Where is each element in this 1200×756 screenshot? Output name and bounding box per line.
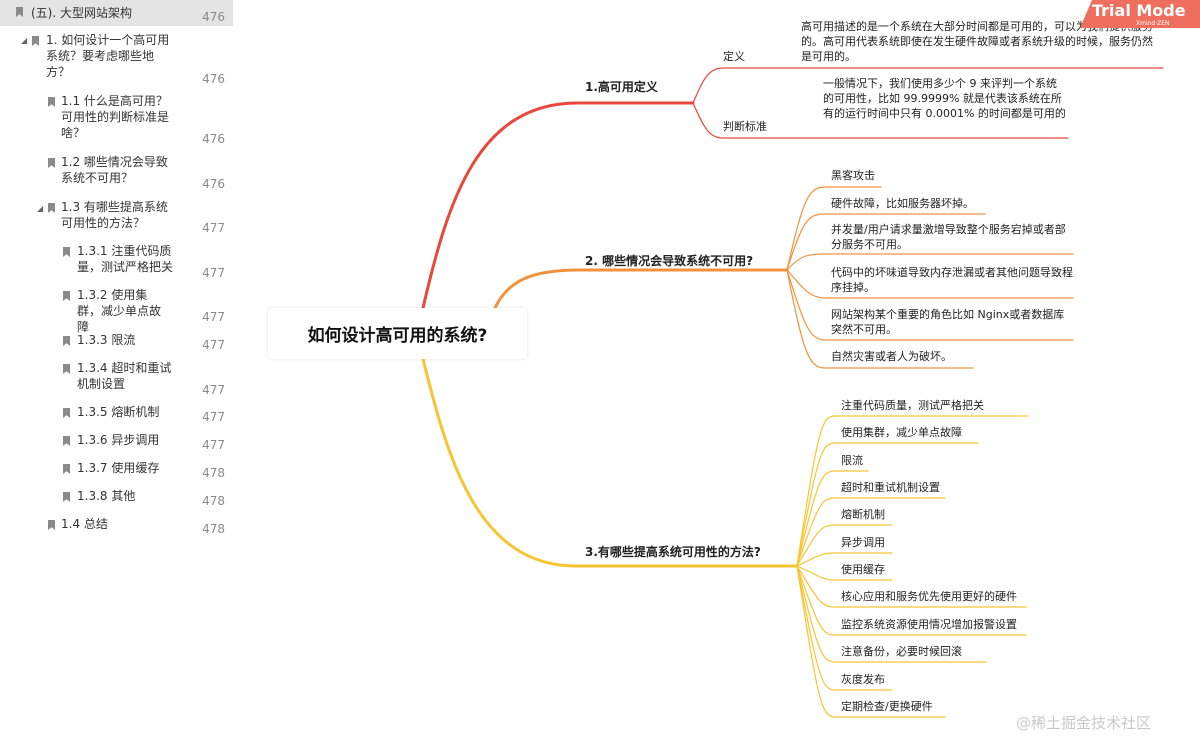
outline-sidebar: (五). 大型网站架构 476 ◢ 1. 如何设计一个高可用系统？要考虑哪些地方… xyxy=(0,0,233,756)
cause-item[interactable]: 并发量/用户请求量激增导致整个服务宕掉或者部分服务不可用。 xyxy=(831,223,1066,251)
connector-method-12 xyxy=(796,565,946,718)
connector-root-branch-3 xyxy=(421,357,799,568)
connector-cause-4 xyxy=(786,269,1074,299)
bookmark-icon xyxy=(63,464,70,474)
method-item[interactable]: 灰度发布 xyxy=(841,673,885,686)
toc-item-1-3-7[interactable]: 1.3.7 使用缓存 478 xyxy=(0,459,233,483)
root-topic[interactable]: 如何设计高可用的系统? xyxy=(268,308,527,359)
collapse-arrow-icon[interactable]: ◢ xyxy=(37,204,44,213)
toc-item-1-3-1[interactable]: 1.3.1 注重代码质量，测试严格把关 477 xyxy=(0,242,233,282)
collapse-arrow-icon[interactable]: ◢ xyxy=(21,36,28,45)
toc-item-1-3-2[interactable]: 1.3.2 使用集群，减少单点故障 477 xyxy=(0,286,233,334)
mindmap-connectors xyxy=(421,67,1164,718)
method-item[interactable]: 使用集群，减少单点故障 xyxy=(841,426,962,439)
method-item[interactable]: 注重代码质量，测试严格把关 xyxy=(841,399,984,412)
cause-item[interactable]: 自然灾害或者人为破坏。 xyxy=(831,350,952,363)
bookmark-icon xyxy=(48,97,55,107)
connector-method-4 xyxy=(796,497,946,567)
connector-cause-3 xyxy=(786,253,1074,271)
toc-item-section-5[interactable]: (五). 大型网站架构 476 xyxy=(0,0,233,26)
criteria-detail[interactable]: 一般情况下，我们使用多少个 9 来评判一个系统的可用性，比如 99.9999% … xyxy=(823,77,1066,120)
criteria-label[interactable]: 判断标准 xyxy=(723,120,767,133)
bookmark-icon xyxy=(32,36,39,46)
toc-item-1-3-3[interactable]: 1.3.3 限流 477 xyxy=(0,331,233,355)
connector-cause-1 xyxy=(786,186,882,271)
toc-item-1-3-6[interactable]: 1.3.6 异步调用 477 xyxy=(0,431,233,455)
cause-item[interactable]: 黑客攻击 xyxy=(831,169,875,182)
method-item[interactable]: 异步调用 xyxy=(841,536,885,549)
connector-cause-2 xyxy=(786,213,986,271)
toc-item-1[interactable]: ◢ 1. 如何设计一个高可用系统？要考虑哪些地方？ 476 xyxy=(21,33,225,86)
watermark: @稀土掘金技术社区 xyxy=(1016,714,1152,732)
connector-method-1 xyxy=(796,415,1029,567)
bookmark-icon xyxy=(48,158,55,168)
toc-item-1-3-5[interactable]: 1.3.5 熔断机制 477 xyxy=(0,403,233,427)
bookmark-icon xyxy=(63,436,70,446)
method-item[interactable]: 注意备份，必要时候回滚 xyxy=(841,645,962,658)
mindmap-canvas: 如何设计高可用的系统? 1.高可用定义 2. 哪些情况会导致系统不可用? 3.有… xyxy=(233,0,1200,756)
connector-cause-6 xyxy=(786,269,974,369)
connector-definition xyxy=(692,67,1164,104)
method-item[interactable]: 超时和重试机制设置 xyxy=(841,481,940,494)
branch-1-title[interactable]: 1.高可用定义 xyxy=(585,80,658,94)
cause-item[interactable]: 硬件故障，比如服务器坏掉。 xyxy=(831,197,974,210)
method-item[interactable]: 定期检查/更换硬件 xyxy=(841,700,933,713)
connector-method-11 xyxy=(796,565,893,691)
bookmark-icon xyxy=(63,291,70,301)
connector-method-6 xyxy=(796,552,893,567)
bookmark-icon xyxy=(63,336,70,346)
connector-method-2 xyxy=(796,442,979,567)
connector-cause-5 xyxy=(786,269,1074,341)
bookmark-icon xyxy=(63,364,70,374)
toc-item-1-1[interactable]: 1.1 什么是高可用？可用性的判断标准是啥？ 476 xyxy=(0,92,233,146)
toc-item-1-2[interactable]: 1.2 哪些情况会导致系统不可用？ 476 xyxy=(0,153,233,193)
connector-criteria xyxy=(692,102,1069,139)
method-item[interactable]: 监控系统资源使用情况增加报警设置 xyxy=(841,618,1017,631)
method-item[interactable]: 核心应用和服务优先使用更好的硬件 xyxy=(841,590,1017,603)
bookmark-icon xyxy=(63,408,70,418)
bookmark-icon xyxy=(48,520,55,530)
bookmark-icon xyxy=(63,247,70,257)
bookmark-icon xyxy=(16,7,23,17)
toc-item-1-3[interactable]: ◢ 1.3 有哪些提高系统可用性的方法？ 477 xyxy=(37,200,225,235)
branch-3-title[interactable]: 3.有哪些提高系统可用性的方法? xyxy=(585,545,761,559)
connector-method-5 xyxy=(796,524,893,567)
toc-item-1-4[interactable]: 1.4 总结 478 xyxy=(0,515,233,539)
definition-label[interactable]: 定义 xyxy=(723,50,745,63)
toc-item-1-3-4[interactable]: 1.3.4 超时和重试机制设置 477 xyxy=(0,359,233,399)
method-item[interactable]: 限流 xyxy=(841,454,863,467)
connector-method-7 xyxy=(796,565,893,581)
connector-method-3 xyxy=(796,470,869,567)
trial-mode-badge: Trial Mode Xmind·ZEN xyxy=(1080,0,1200,28)
method-item[interactable]: 使用缓存 xyxy=(841,563,885,576)
connector-method-8 xyxy=(796,565,1027,608)
cause-item[interactable]: 代码中的坏味道导致内存泄漏或者其他问题导致程序挂掉。 xyxy=(831,266,1073,294)
connector-root-branch-1 xyxy=(421,101,695,310)
bookmark-icon xyxy=(63,492,70,502)
branch-2-title[interactable]: 2. 哪些情况会导致系统不可用? xyxy=(585,254,754,268)
toc-item-1-3-8[interactable]: 1.3.8 其他 478 xyxy=(0,487,233,511)
method-item[interactable]: 熔断机制 xyxy=(841,508,885,521)
connector-method-10 xyxy=(796,565,987,663)
cause-item[interactable]: 网站架构某个重要的角色比如 Nginx或者数据库突然不可用。 xyxy=(831,308,1065,336)
connector-root-branch-2 xyxy=(493,268,789,310)
definition-detail[interactable]: 高可用描述的是一个系统在大部分时间都是可用的，可以为我们提供服务的。高可用代表系… xyxy=(801,20,1153,63)
connector-method-9 xyxy=(796,565,1027,636)
bookmark-icon xyxy=(48,203,55,213)
